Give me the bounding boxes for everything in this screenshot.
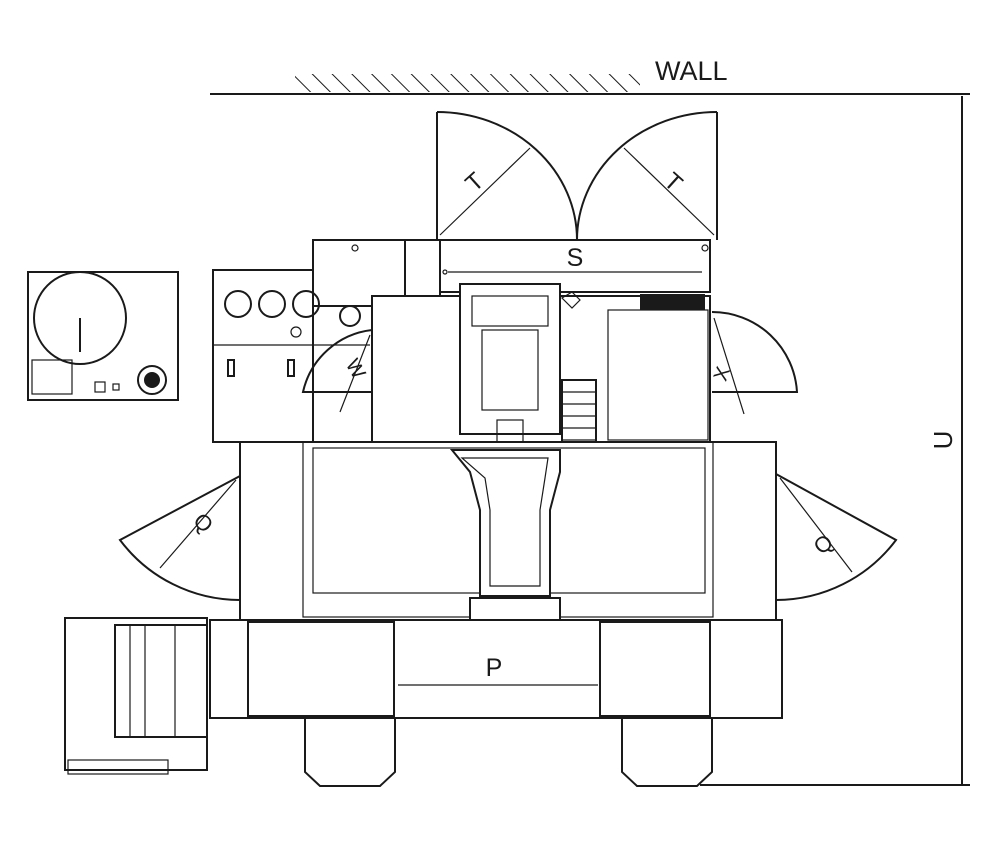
electrical-cabinet (212, 239, 441, 443)
foot-left (304, 717, 396, 787)
front-door-left-q: Q (118, 475, 241, 601)
dimension-s-label: S (567, 244, 584, 272)
control-box-side (404, 239, 441, 297)
control-box-screw (351, 244, 359, 252)
valve-small-icon (112, 383, 120, 391)
wall-hatching (295, 74, 640, 92)
front-panel-left (247, 621, 395, 717)
side-enclosure (607, 309, 709, 441)
rear-panel-bolt (701, 244, 709, 252)
rotary-knob-icon (561, 291, 581, 309)
dimension-p-label: P (486, 654, 503, 682)
side-door-w-arc (301, 328, 373, 393)
reservoir-icon (33, 271, 127, 365)
motor-icon (137, 365, 167, 395)
spindle-head-top (471, 295, 549, 327)
indicator-lamp (290, 326, 302, 338)
y-axis-saddle (449, 449, 561, 597)
front-cover (469, 597, 561, 621)
dimension-x-label: X (710, 364, 735, 384)
cabinet-handle-left (227, 359, 235, 377)
dimension-q-right-label: Q (809, 529, 838, 559)
y-axis-saddle-inner (460, 457, 549, 587)
door-q-right-arc (775, 473, 898, 601)
dimension-t-left-label: T (460, 167, 489, 197)
side-door-x: X (710, 310, 799, 415)
cabinet-frame (212, 269, 314, 443)
dark-rail (640, 294, 705, 310)
coolant-unit (64, 617, 208, 775)
foot-right (621, 717, 713, 787)
dimension-t-left-line (439, 147, 531, 236)
machine-base (239, 441, 777, 621)
dimension-w-label: W (341, 355, 370, 382)
coolant-pump-housing (114, 624, 208, 738)
dimension-t-right-line (623, 147, 715, 236)
hydraulic-unit (27, 271, 179, 401)
dimension-q-left-label: Q (188, 508, 218, 538)
dimension-q-left-line (159, 479, 237, 569)
rear-panel-bolt-left (442, 269, 448, 275)
gauge-1-icon (224, 290, 252, 318)
motor-core-icon (144, 372, 160, 388)
side-door-x-arc (711, 310, 799, 393)
front-panel-right (599, 621, 711, 717)
machine-upper-body (371, 283, 711, 473)
cabinet-handle-right (287, 359, 295, 377)
dimension-u-label: U (928, 431, 958, 450)
rear-door-right-arc (576, 111, 718, 241)
spindle-slide (481, 329, 539, 411)
spindle-column (459, 283, 561, 435)
hydraulic-base-block (31, 359, 73, 395)
gauge-4-icon (339, 305, 361, 327)
gauge-2-icon (258, 290, 286, 318)
wall-label: WALL (655, 56, 728, 86)
rear-doors: T T (436, 111, 718, 241)
valve-icon (94, 381, 106, 393)
dimension-q-right-line (779, 477, 853, 573)
coolant-tank-base (67, 759, 169, 775)
dimension-u: U (700, 96, 970, 786)
door-q-left-arc (118, 475, 241, 601)
gauge-3-icon (292, 290, 320, 318)
dimension-w-line (339, 334, 371, 413)
rear-panel (439, 239, 711, 293)
dimension-x-line (713, 317, 745, 415)
rear-door-left-arc (436, 111, 578, 241)
machine-feet (304, 717, 713, 787)
front-section: P (209, 619, 783, 719)
front-door-right-q: Q (775, 473, 898, 601)
rear-panel-s: S (439, 239, 711, 293)
wall: WALL (210, 56, 970, 95)
dimension-t-right-label: T (659, 167, 688, 197)
